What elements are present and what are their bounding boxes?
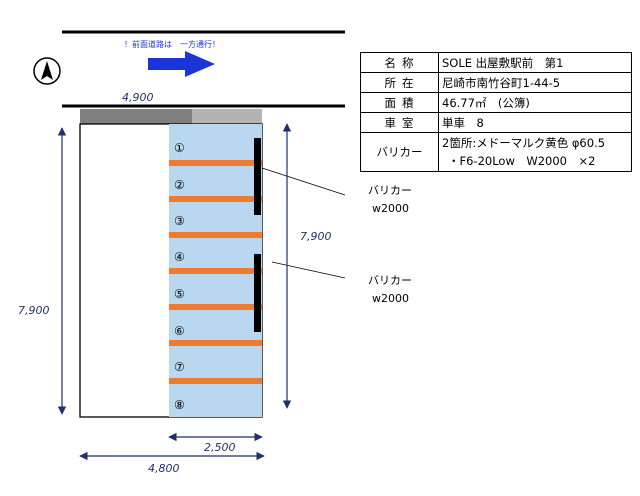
callout-width-upper: w2000: [372, 202, 409, 215]
stall-number-6: ⑥: [174, 324, 185, 338]
row-label-barricade: バリカー: [360, 132, 439, 172]
callout-width-lower: w2000: [372, 292, 409, 305]
entrance-strip-dark: [80, 109, 192, 124]
entrance-strip-light: [192, 109, 262, 124]
table-row: 車室 単車 8: [360, 112, 632, 133]
stall-divider: [169, 378, 262, 384]
road-notice: ！前面道路は 一方通行！: [124, 39, 220, 49]
dim-label-stall-width: 2,500: [204, 441, 236, 454]
stall-divider: [169, 340, 262, 346]
callout-leader-lower: [271, 261, 346, 279]
row-value-stalls: 単車 8: [438, 112, 632, 133]
barricade-line-1: 2箇所:メドーマルク黄色 φ60.5: [442, 136, 606, 150]
barricade-upper: [254, 138, 261, 215]
stall-number-2: ②: [174, 178, 185, 192]
stall-number-3: ③: [174, 214, 185, 228]
row-label-area: 面積: [360, 92, 439, 113]
row-value-name: SOLE 出屋敷駅前 第1: [438, 52, 632, 73]
barricade-line-2: ・F6-20Low W2000 ×2: [448, 154, 596, 168]
row-value-location: 尼崎市南竹谷町1-44-5: [438, 72, 632, 93]
dim-label-right: 7,900: [300, 230, 332, 243]
dim-label-bottom: 4,800: [148, 462, 180, 475]
table-row: 面積 46.77㎡ (公簿): [360, 92, 632, 113]
barricade-lower: [254, 254, 261, 332]
table-row: 所在 尼崎市南竹谷町1-44-5: [360, 72, 632, 93]
dim-label-top: 4,900: [122, 91, 154, 104]
stall-divider: [169, 268, 262, 274]
stall-number-8: ⑧: [174, 398, 185, 412]
callout-title-upper: バリカー: [368, 184, 412, 197]
stall-number-7: ⑦: [174, 360, 185, 374]
stall-divider: [169, 160, 262, 166]
callout-title-lower: バリカー: [368, 274, 412, 287]
north-compass-icon: [33, 57, 61, 85]
one-way-arrow-icon: [148, 51, 215, 77]
stall-number-5: ⑤: [174, 287, 185, 301]
row-label-stalls: 車室: [360, 112, 439, 133]
callout-leader-upper: [261, 167, 346, 196]
table-row: バリカー 2箇所:メドーマルク黄色 φ60.5 ・F6-20Low W2000 …: [360, 132, 632, 172]
dim-label-left: 7,900: [18, 304, 50, 317]
stall-divider: [169, 232, 262, 238]
stall-divider: [169, 196, 262, 202]
stall-number-4: ④: [174, 250, 185, 264]
row-value-barricade: 2箇所:メドーマルク黄色 φ60.5 ・F6-20Low W2000 ×2: [438, 132, 632, 172]
property-info-table: 名称 SOLE 出屋敷駅前 第1 所在 尼崎市南竹谷町1-44-5 面積 46.…: [360, 52, 632, 172]
stall-divider: [169, 304, 262, 310]
stall-lines: [169, 160, 262, 384]
row-label-location: 所在: [360, 72, 439, 93]
row-value-area: 46.77㎡ (公簿): [438, 92, 632, 113]
stall-number-1: ①: [174, 141, 185, 155]
table-row: 名称 SOLE 出屋敷駅前 第1: [360, 52, 632, 73]
row-label-name: 名称: [360, 52, 439, 73]
